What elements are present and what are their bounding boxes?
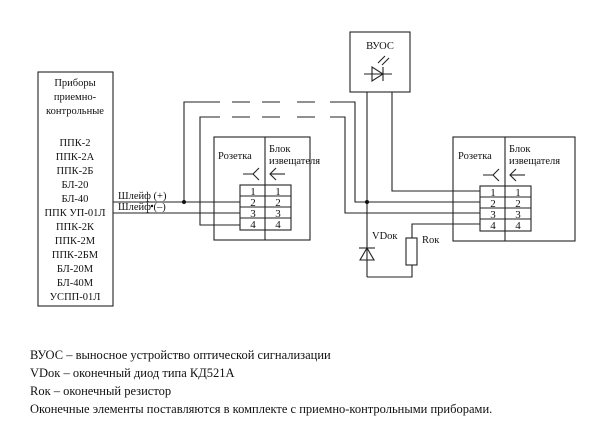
- pin-label: 4: [490, 220, 496, 232]
- legend-line: Rок – оконечный резистор: [30, 384, 172, 398]
- pin-label: 4: [250, 219, 256, 231]
- devices-title-1: Приборы: [54, 78, 95, 89]
- vuos-wire-b: [391, 92, 480, 192]
- pin-label: 1: [250, 186, 256, 198]
- device-model: ППК-2: [60, 138, 91, 149]
- pin-label: 1: [275, 186, 281, 198]
- pin-label: 4: [275, 219, 281, 231]
- top-wire-left: [183, 101, 220, 202]
- pin-label: 3: [275, 208, 281, 220]
- device-model: ППК-2Б: [57, 166, 94, 177]
- loop-minus-label: Шлейф (–): [118, 202, 166, 213]
- top-wire-right: [330, 101, 480, 203]
- vuos-box: [349, 31, 411, 93]
- pin-label: 4: [515, 220, 521, 232]
- legend: ВУОС – выносное устройство оптической си…: [30, 346, 492, 418]
- junction-dot: [365, 200, 369, 204]
- device-model: ППК-2А: [56, 152, 95, 163]
- device-model: УСПП-01Л: [50, 292, 101, 303]
- socket-label: Розетка: [458, 151, 492, 162]
- pin-label: 1: [490, 187, 496, 199]
- pin-label: 2: [490, 198, 496, 210]
- device-model: ППК-2БМ: [52, 250, 99, 261]
- devices-title-3: контрольные: [46, 106, 104, 117]
- device-model: ППК-2М: [55, 236, 96, 247]
- detector-left-box: [213, 136, 311, 241]
- legend-line: VDок – оконечный диод типа КД521А: [30, 366, 235, 380]
- end-diode-label: VDок: [372, 231, 398, 242]
- vuos-label: ВУОС: [366, 41, 394, 52]
- legend-line: ВУОС – выносное устройство оптической си…: [30, 348, 331, 362]
- block-label: Блок: [509, 144, 531, 155]
- bottom-wire: [367, 265, 413, 278]
- pin-label: 2: [275, 197, 281, 209]
- end-diode-icon: [359, 246, 375, 261]
- junction-dot: [182, 200, 186, 204]
- block-label: Блок: [269, 144, 291, 155]
- pin-label: 2: [515, 198, 521, 210]
- socket-symbol-icon: [243, 167, 260, 175]
- device-model: БЛ-20: [62, 180, 89, 191]
- pin-label: 3: [490, 209, 496, 221]
- resistor-wire: [411, 223, 480, 238]
- device-model: БЛ-40М: [57, 278, 94, 289]
- devices-title-2: приемно-: [54, 92, 97, 103]
- device-model: ППК УП-01Л: [45, 208, 106, 219]
- detector-right-box: [452, 136, 576, 242]
- pin-label: 1: [515, 187, 521, 199]
- legend-line: Оконечные элементы поставляются в компле…: [30, 402, 493, 416]
- device-model: БЛ-20М: [57, 264, 94, 275]
- pin-label: 3: [515, 209, 521, 221]
- socket-symbol-icon: [483, 168, 500, 176]
- pin-label: 3: [250, 208, 256, 220]
- led-icon: [371, 65, 385, 83]
- device-model: ППК-2К: [56, 222, 95, 233]
- end-resistor-icon: [405, 237, 418, 266]
- pin-label: 2: [250, 197, 256, 209]
- devices-box: [37, 71, 114, 307]
- loop-plus-label: Шлейф (+): [118, 191, 167, 202]
- end-resistor-label: Rок: [422, 235, 440, 246]
- socket-label: Розетка: [218, 151, 252, 162]
- device-model: БЛ-40: [62, 194, 89, 205]
- second-wire-right: [330, 116, 480, 214]
- second-wire-left: [199, 116, 240, 226]
- block-label: извещателя: [509, 156, 560, 167]
- block-label: извещателя: [269, 156, 320, 167]
